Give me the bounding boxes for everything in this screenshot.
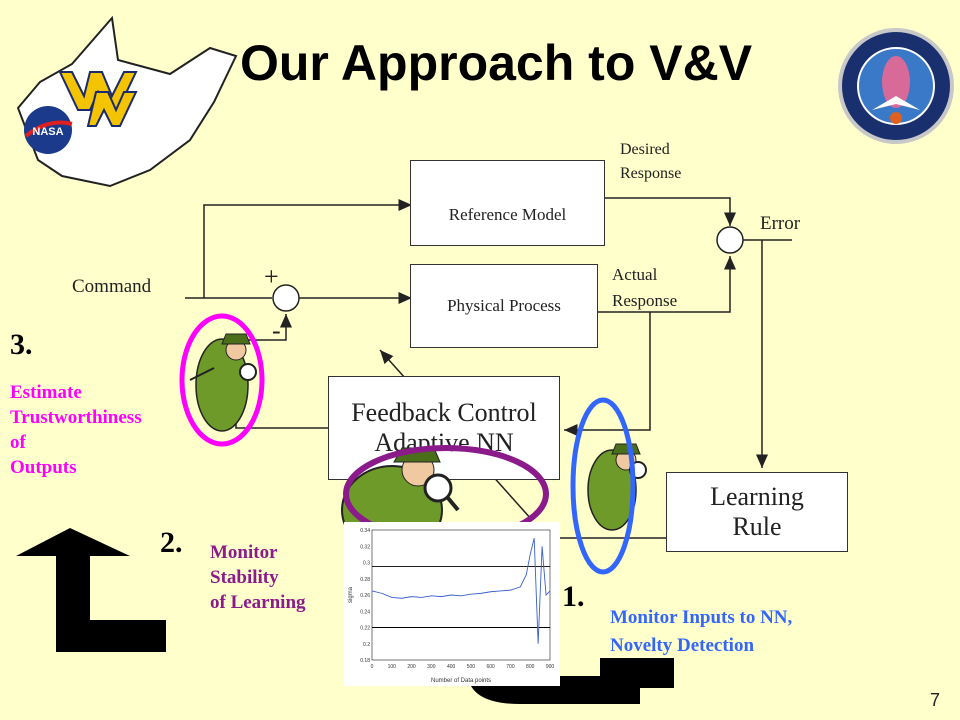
detective-icon <box>189 333 257 432</box>
detective-icon <box>587 443 647 531</box>
physical-process-block: Physical Process <box>410 264 598 348</box>
x-tick-label: 900 <box>546 664 555 670</box>
reference-model-block: Reference Model <box>410 160 605 246</box>
ifcs-patch-logo <box>838 28 954 144</box>
y-tick-label: 0.3 <box>363 561 370 567</box>
nasa-logo: NASA <box>24 106 73 154</box>
reference-model-label: Reference Model <box>448 205 567 224</box>
x-tick-label: 400 <box>447 664 456 670</box>
learning-rule-block: Learning Rule <box>666 472 848 552</box>
x-tick-label: 300 <box>427 664 436 670</box>
highlight-ring-blue <box>570 397 636 575</box>
x-tick-label: 700 <box>506 664 515 670</box>
y-tick-label: 0.22 <box>360 626 370 632</box>
series-line <box>371 538 551 644</box>
plus-sign: + <box>264 262 279 291</box>
desired-response-label: Desired Response <box>620 141 682 182</box>
x-axis-label: Number of Data points <box>431 678 491 684</box>
step1-number: 1. <box>562 580 585 613</box>
sigma-stability-chart: 0 100 200 300 400 500 600 700 800 900 0.18 0.2 0.22 0… <box>344 522 560 686</box>
feedback-control-nn-block: Feedback Control Adaptive NN <box>328 376 560 480</box>
plot-frame <box>371 529 551 661</box>
step3-note: Estimate Trustworthiness of Outputs <box>10 382 142 478</box>
magnifier-icon <box>423 473 453 503</box>
highlight-ring-magenta <box>179 313 265 447</box>
step2-note: Monitor Stability of Learning <box>210 542 306 613</box>
wv-state-logo <box>16 15 238 188</box>
page-number: 7 <box>930 690 941 710</box>
learning-rule-label-2: Rule <box>732 512 782 541</box>
x-tick-label: 800 <box>526 664 535 670</box>
x-tick-label: 0 <box>371 664 374 670</box>
y-tick-label: 0.2 <box>363 642 370 648</box>
x-tick-label: 600 <box>486 664 495 670</box>
page-title: Our Approach to V&V <box>240 35 753 91</box>
return-arrow-icon <box>16 528 166 652</box>
physical-process-label: Physical Process <box>447 296 561 315</box>
actual-response-label: Actual Response <box>612 265 678 310</box>
y-tick-label: 0.34 <box>360 528 370 534</box>
learning-rule-label-1: Learning <box>710 482 804 511</box>
command-label: Command <box>72 276 152 297</box>
x-tick-label: 200 <box>407 664 416 670</box>
feedback-control-label: Feedback Control <box>351 398 537 427</box>
error-label: Error <box>760 213 801 234</box>
y-tick-label: 0.32 <box>360 544 370 550</box>
svg-text:NASA: NASA <box>32 126 63 138</box>
y-tick-label: 0.18 <box>360 658 370 664</box>
y-tick-label: 0.24 <box>360 609 370 615</box>
y-tick-label: 0.28 <box>360 577 370 583</box>
step1-note: Monitor Inputs to NN, Novelty Detection <box>610 607 793 656</box>
minus-sign: - <box>272 316 281 345</box>
x-tick-label: 500 <box>467 664 476 670</box>
step3-number: 3. <box>10 328 33 361</box>
step2-number: 2. <box>160 526 183 559</box>
x-tick-label: 100 <box>388 664 397 670</box>
y-axis-label: sigma <box>348 586 354 603</box>
y-tick-label: 0.26 <box>360 593 370 599</box>
